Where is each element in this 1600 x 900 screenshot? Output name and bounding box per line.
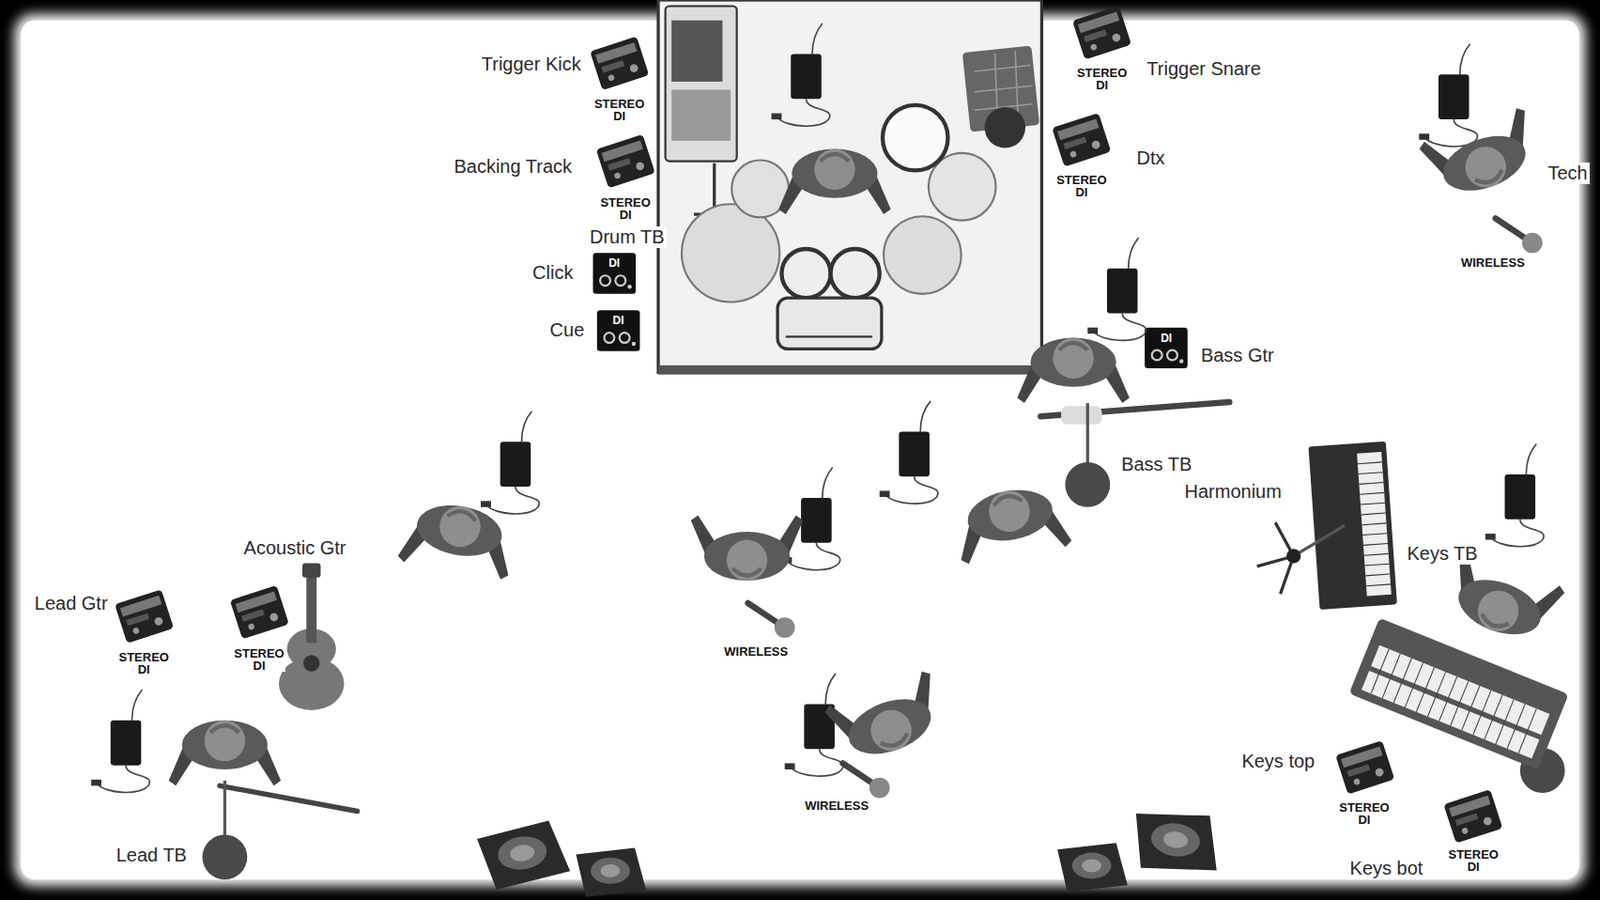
part-label: Lead Gtr: [32, 592, 110, 615]
di-type-label: STEREO DI: [1055, 173, 1108, 199]
part-label: Lead TB: [114, 844, 189, 866]
part-label: Tech: [1545, 162, 1589, 185]
part-label: Cue: [548, 319, 587, 341]
part-label: Keys top: [1239, 750, 1317, 772]
part-label: Click: [530, 261, 575, 284]
part-label: Acoustic Gtr: [242, 537, 349, 559]
di-box-label: DI: [613, 314, 625, 326]
part-label: Dtx: [1134, 147, 1167, 170]
part-label: Trigger Kick: [479, 53, 584, 76]
di-type-label: STEREO DI: [1447, 847, 1500, 873]
di-type-label: WIRELESS: [723, 645, 789, 658]
di-type-label: WIRELESS: [803, 799, 870, 812]
di-type-label: STEREO DI: [1076, 66, 1128, 92]
di-type-label: STEREO DI: [1338, 800, 1390, 826]
di-box-label: DI: [1160, 332, 1172, 344]
part-label: Keys bot: [1348, 857, 1426, 879]
di-type-label: WIRELESS: [1460, 256, 1526, 269]
di-type-label: STEREO DI: [232, 646, 285, 672]
di-type-label: STEREO DI: [599, 196, 651, 221]
di-type-label: STEREO DI: [117, 650, 170, 676]
part-label: Trigger Snare: [1144, 58, 1263, 80]
drum-riser: [658, 0, 1042, 372]
part-label: Harmonium: [1183, 480, 1284, 503]
part-label: Drum TB: [587, 226, 667, 248]
part-label: Bass TB: [1119, 453, 1194, 476]
part-label: Backing Track: [451, 155, 574, 178]
stereo-di: [589, 36, 649, 91]
di-type-label: STEREO DI: [593, 97, 646, 123]
part-label: Bass Gtr: [1199, 344, 1277, 367]
di-box-label: DI: [608, 257, 620, 269]
part-label: Keys TB: [1404, 542, 1479, 565]
